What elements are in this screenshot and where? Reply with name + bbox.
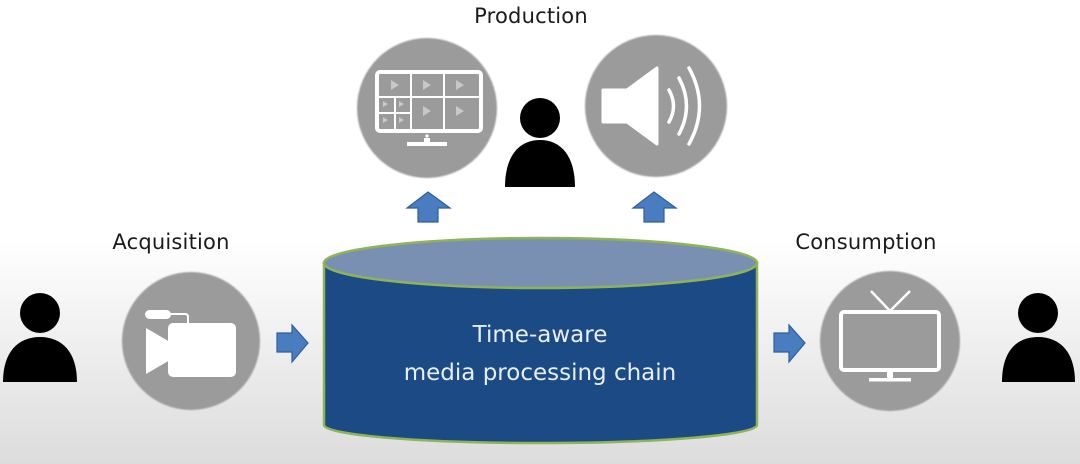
person-icon-consumption [1002, 293, 1075, 382]
production-monitor-circle [357, 38, 497, 178]
arrow-up-speaker [631, 191, 678, 223]
acquisition-label: Acquisition [112, 230, 230, 254]
cylinder-title-line2: media processing chain [403, 360, 677, 386]
production-label: Production [474, 4, 588, 28]
cylinder-title-line1: Time-aware [472, 322, 608, 348]
speaker-volume-icon [601, 66, 702, 146]
arrow-up-monitor [405, 191, 452, 223]
acquisition-camera-circle [122, 272, 260, 410]
arrow-right-acquisition [276, 323, 309, 364]
person-icon-production [505, 98, 575, 187]
arrow-right-consumption [773, 323, 806, 364]
person-icon-acquisition [3, 293, 77, 382]
media-processing-cylinder [322, 236, 759, 445]
consumption-tv-circle [820, 271, 960, 411]
video-wall-monitor-icon [375, 70, 483, 146]
video-camera-icon [145, 310, 236, 377]
television-icon [839, 290, 941, 382]
consumption-label: Consumption [795, 230, 937, 254]
production-speaker-circle [585, 35, 727, 177]
